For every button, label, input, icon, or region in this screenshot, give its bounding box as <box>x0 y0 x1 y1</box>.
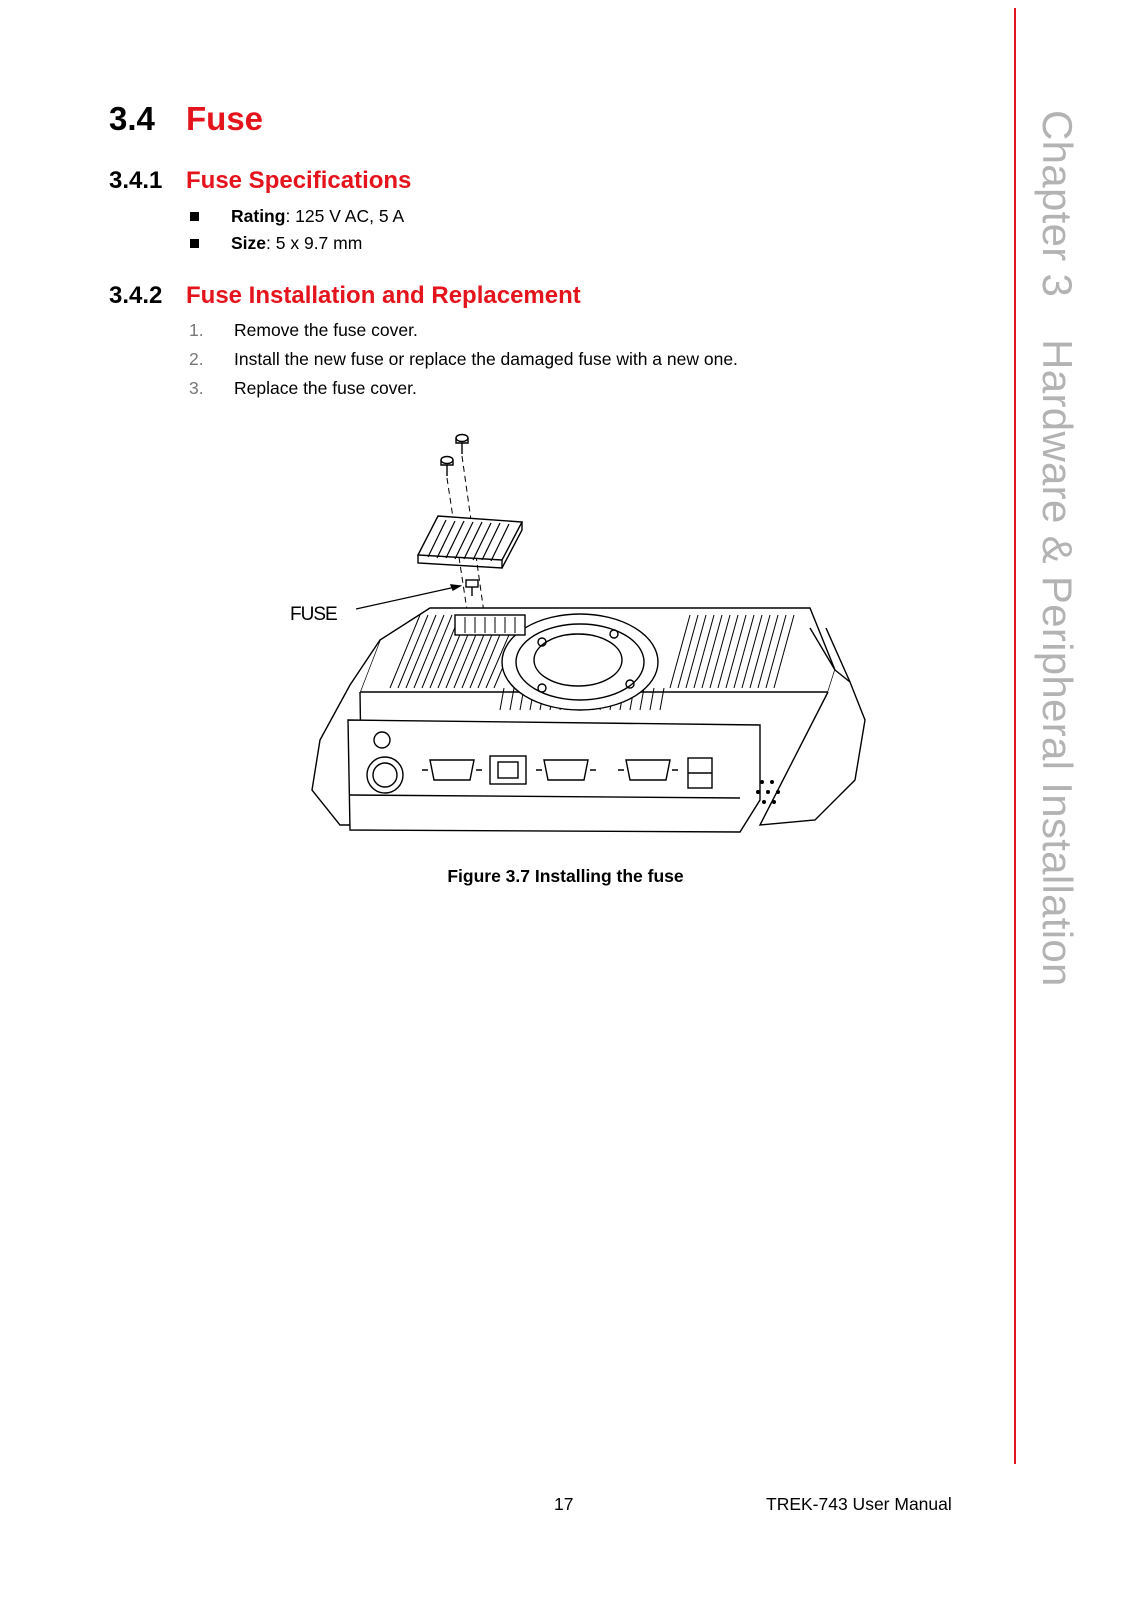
power-connector-icon <box>366 731 404 794</box>
bullet-square-icon <box>190 212 199 221</box>
list-item: 3. Replace the fuse cover. <box>189 374 738 403</box>
chapter-divider-line <box>1014 8 1016 1464</box>
fuse-callout-arrow <box>355 585 461 610</box>
usb-port-icon <box>687 757 713 789</box>
fuse-icon <box>465 579 479 596</box>
section-number: 3.4 <box>109 100 155 137</box>
manual-title: TREK-743 User Manual <box>766 1494 952 1514</box>
spec-value: : 125 V AC, 5 A <box>285 206 405 226</box>
vga-port-icon <box>422 759 482 781</box>
subsection-number: 3.4.1 <box>109 167 163 194</box>
chapter-label: Chapter 3 <box>1034 110 1081 298</box>
spec-value: : 5 x 9.7 mm <box>266 233 363 253</box>
screw-icon <box>455 433 469 454</box>
subsection-number: 3.4.2 <box>109 282 163 309</box>
spec-list: Rating: 125 V AC, 5 A Size: 5 x 9.7 mm <box>190 203 404 257</box>
subsection-title: Fuse Specifications <box>186 167 412 194</box>
step-text: Remove the fuse cover. <box>234 320 418 340</box>
spec-label: Size <box>231 233 267 253</box>
chapter-title: Hardware & Peripheral Installation <box>1034 339 1081 987</box>
device-body <box>311 607 866 833</box>
step-number: 3. <box>189 378 204 398</box>
speaker-icon <box>756 780 780 804</box>
step-number: 2. <box>189 349 204 369</box>
subsection-heading-specs: 3.4.1 Fuse Specifications <box>109 167 411 195</box>
step-text: Replace the fuse cover. <box>234 378 417 398</box>
step-number: 1. <box>189 320 204 340</box>
section-title: Fuse <box>186 100 264 137</box>
step-text: Install the new fuse or replace the dama… <box>234 349 738 369</box>
list-item: 2. Install the new fuse or replace the da… <box>189 345 738 374</box>
page-number: 17 <box>554 1494 574 1514</box>
figure-caption: Figure 3.7 Installing the fuse <box>447 866 684 886</box>
serial-port-icon <box>536 759 596 781</box>
list-item: Rating: 125 V AC, 5 A <box>190 203 404 230</box>
fuse-cover <box>416 515 524 569</box>
fuse-installation-figure: FUSE <box>290 430 880 850</box>
section-heading: 3.4 Fuse <box>109 100 263 138</box>
list-item: Size: 5 x 9.7 mm <box>190 230 404 257</box>
serial-port-icon <box>618 759 678 781</box>
fuse-callout-label: FUSE <box>290 604 337 625</box>
chapter-sidebar-label: Chapter 3 Hardware & Peripheral Installat… <box>1033 110 1081 987</box>
subsection-heading-installation: 3.4.2 Fuse Installation and Replacement <box>109 282 581 310</box>
device-drawing: FUSE <box>290 433 866 833</box>
spec-label: Rating <box>231 206 286 226</box>
ethernet-port-icon <box>489 755 527 785</box>
bullet-square-icon <box>190 239 199 248</box>
step-list: 1. Remove the fuse cover. 2. Install the n… <box>189 316 738 403</box>
screw-icon <box>440 455 454 476</box>
list-item: 1. Remove the fuse cover. <box>189 316 738 345</box>
subsection-title: Fuse Installation and Replacement <box>186 282 581 309</box>
